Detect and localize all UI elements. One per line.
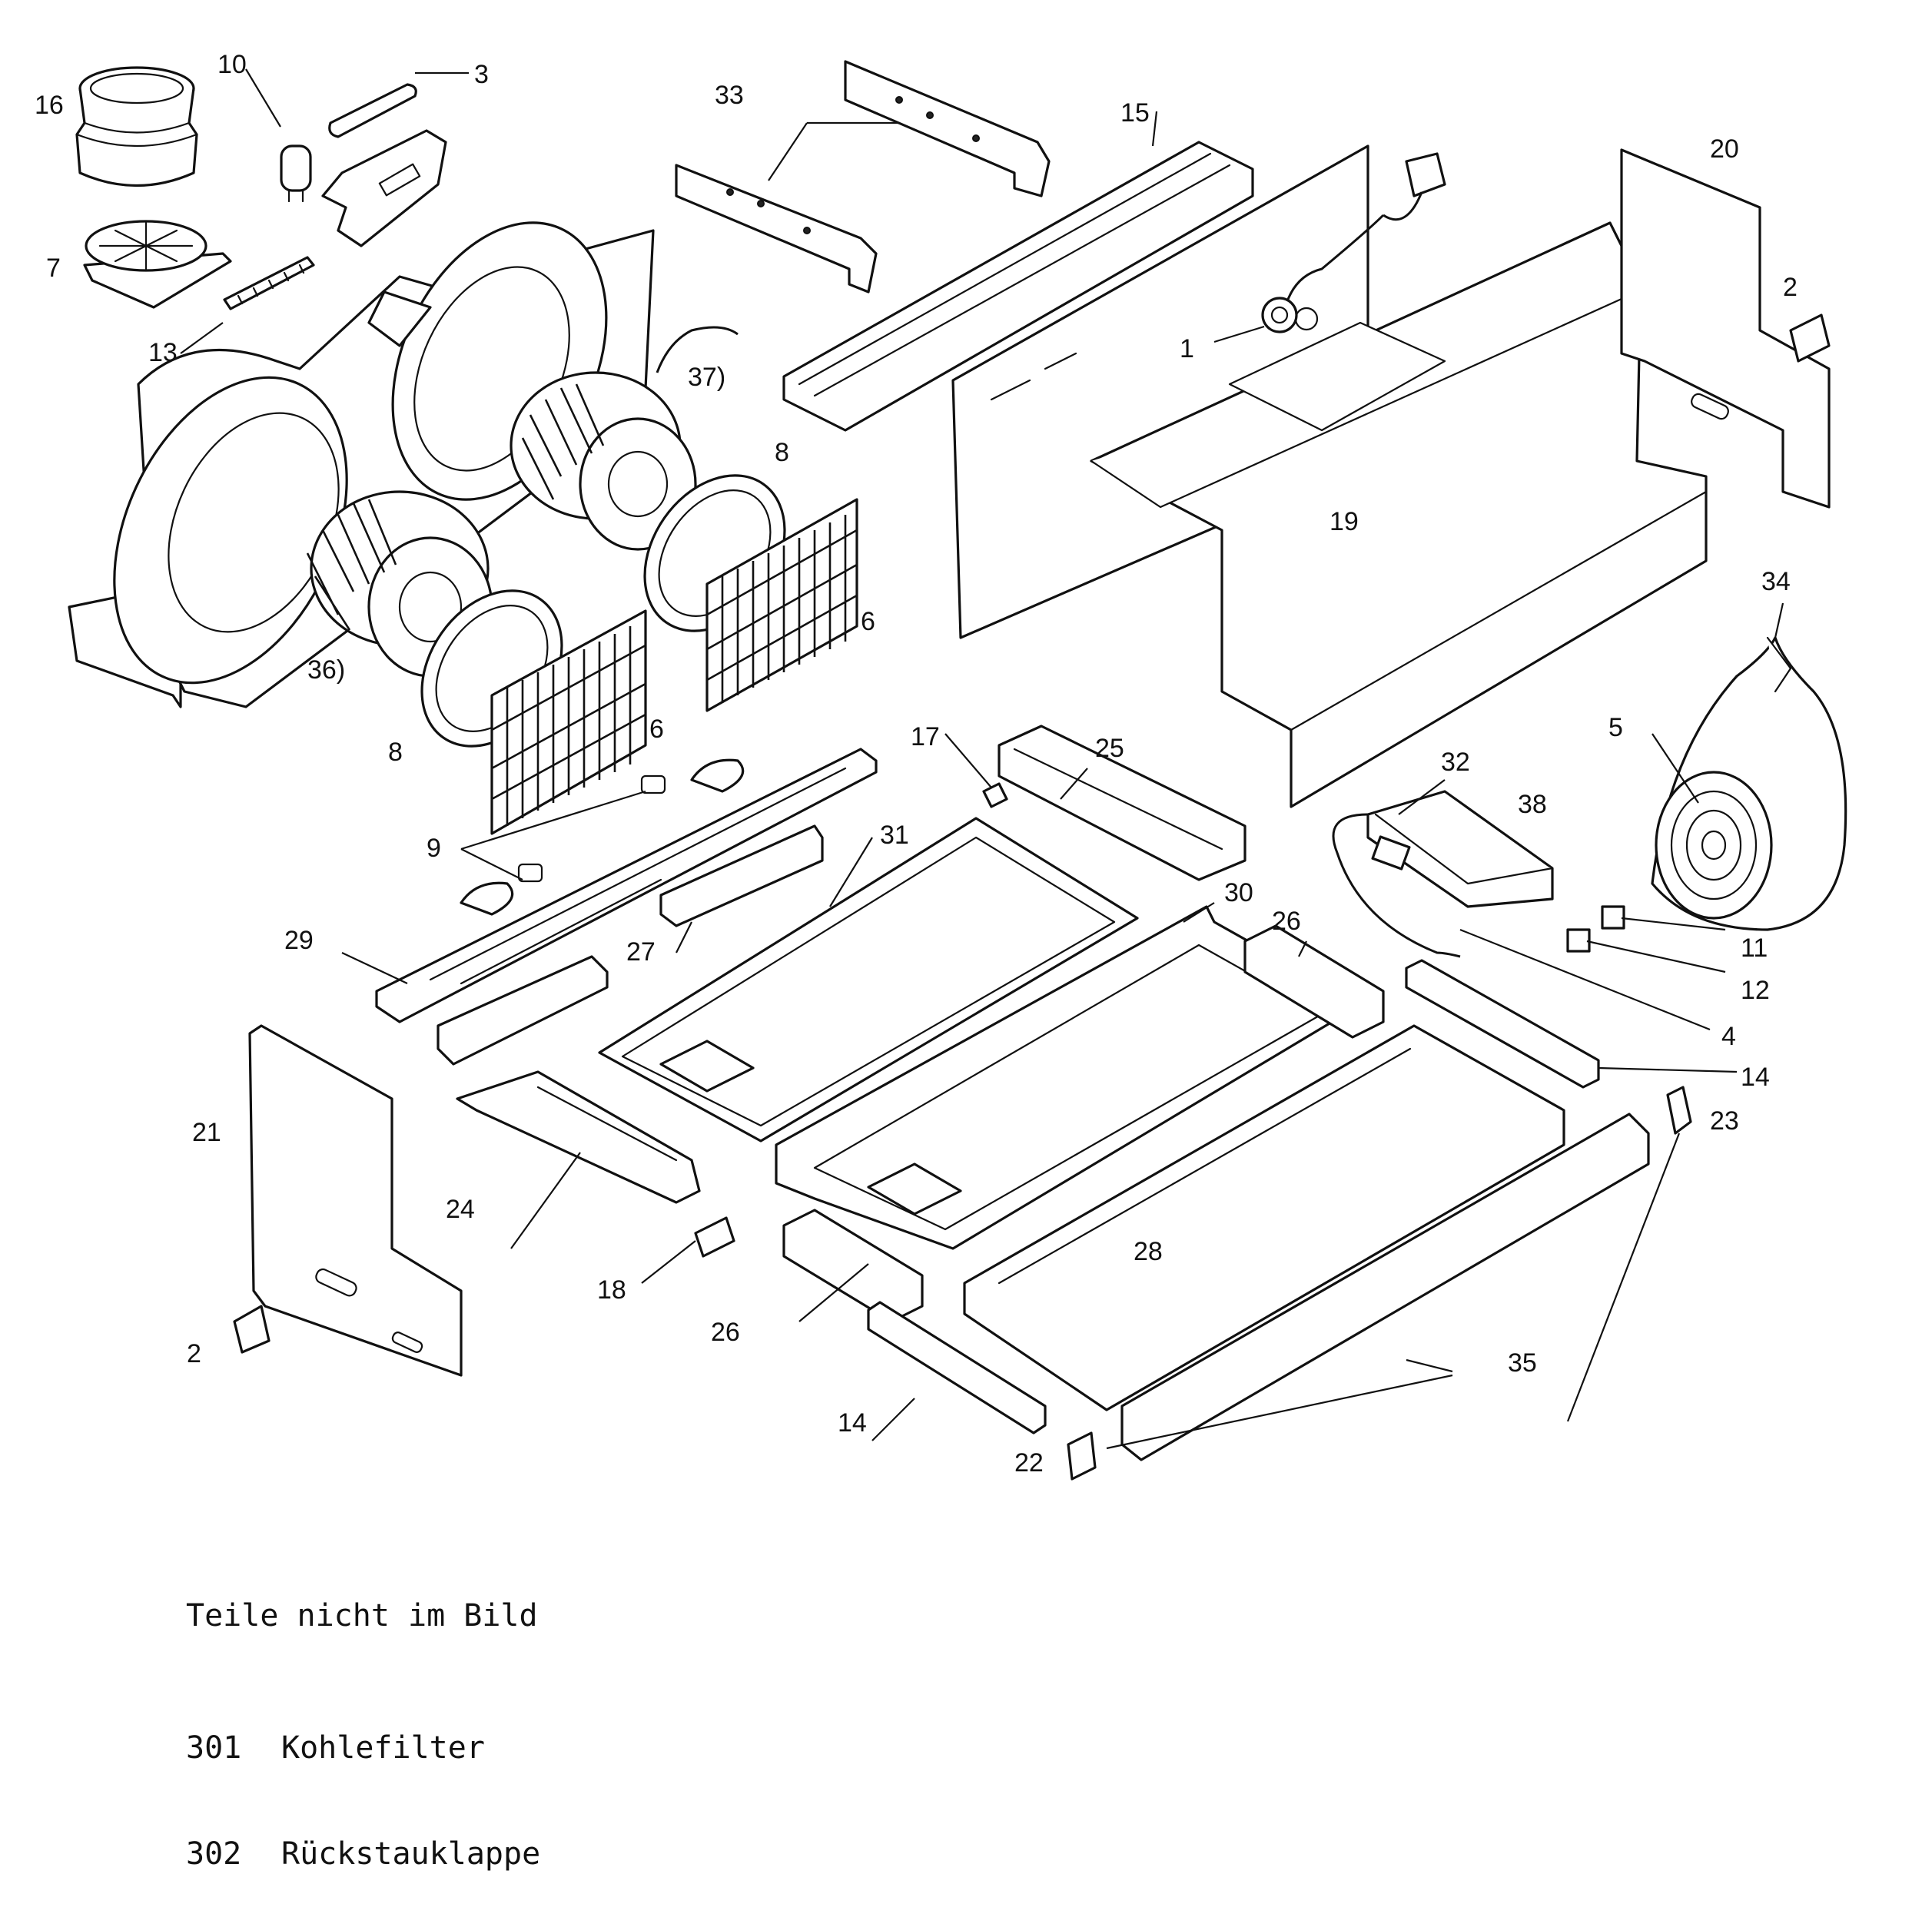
- part-5-fan-motor: [1655, 771, 1773, 920]
- part-24-light-housing: [456, 1070, 701, 1204]
- callout-16: 16: [35, 91, 64, 120]
- legend-item-number: 302: [186, 1836, 242, 1872]
- leader-lines: [180, 68, 1784, 1450]
- part-14-slide-rail-upper: [1405, 959, 1600, 1089]
- callout-18: 18: [597, 1275, 626, 1305]
- callout-36: 36): [307, 655, 345, 685]
- callout-9: 9: [427, 834, 441, 863]
- part-9-lamp-bulb-lower: [460, 863, 543, 916]
- legend-item-label: Rückstauklappe: [281, 1836, 541, 1872]
- callout-27: 27: [626, 937, 656, 967]
- part-36-fan-wheel: [306, 490, 493, 678]
- part-31-grease-filter: [598, 817, 1139, 1143]
- callout-26-lower: 26: [711, 1318, 740, 1347]
- part-22-end-cap: [1067, 1431, 1097, 1481]
- callout-19: 19: [1329, 507, 1359, 536]
- legend-item: 301 Kohlefilter: [186, 1730, 540, 1766]
- part-4-switch-block: [1371, 835, 1411, 871]
- callout-38: 38: [1518, 790, 1547, 819]
- part-18-cover-cap: [694, 1216, 735, 1258]
- callout-34: 34: [1761, 567, 1791, 596]
- part-16-duct-collar: [75, 66, 198, 187]
- callout-12: 12: [1741, 976, 1770, 1005]
- callout-4: 4: [1721, 1022, 1736, 1051]
- callout-13: 13: [148, 338, 178, 367]
- callout-33: 33: [715, 81, 744, 110]
- part-6-grille-front: [490, 609, 647, 835]
- callout-labels: 1 2 2 3 4 5 6 6 7 8 8 9 10 11 12 13 14 1…: [35, 50, 1798, 1478]
- part-25-filter-frame: [998, 725, 1247, 881]
- part-6-grille-rear: [705, 498, 858, 712]
- part-26-strut-upper: [1243, 924, 1385, 1039]
- legend-title: Teile nicht im Bild: [186, 1598, 538, 1633]
- callout-15: 15: [1120, 98, 1150, 128]
- callout-23: 23: [1710, 1106, 1739, 1136]
- callout-17: 17: [911, 722, 940, 751]
- legend-item-number: 301: [186, 1730, 242, 1766]
- callout-2-right: 2: [1783, 273, 1798, 302]
- callout-6-front: 6: [649, 715, 664, 744]
- callout-22: 22: [1014, 1448, 1044, 1478]
- legend-item: 302 Rückstauklappe: [186, 1836, 540, 1872]
- callout-1: 1: [1180, 334, 1194, 363]
- callout-35: 35: [1508, 1348, 1537, 1378]
- exploded-parts-diagram: 1 2 2 3 4 5 6 6 7 8 8 9 10 11 12 13 14 1…: [35, 50, 1847, 1481]
- part-19-main-housing: [1090, 221, 1708, 808]
- part-33-mounting-brackets: [675, 60, 1051, 294]
- part-38-control-box: [1366, 790, 1554, 908]
- part-20-side-bracket: [1620, 148, 1831, 509]
- callout-26-upper: 26: [1272, 907, 1301, 936]
- callout-20: 20: [1710, 134, 1739, 164]
- part-37-fan-wheel: [510, 371, 697, 551]
- part-14-slide-rail-lower: [867, 1301, 1047, 1434]
- callout-10: 10: [217, 50, 247, 79]
- part-28-bottom-tray: [963, 1024, 1565, 1411]
- part-13-terminal-strip: [223, 256, 315, 310]
- callout-11: 11: [1741, 934, 1768, 963]
- part-9-lamp-bulb-upper: [640, 758, 745, 794]
- part-10-capacitor: [280, 144, 312, 203]
- part-2-clip-right: [1789, 313, 1831, 363]
- callout-14-lower: 14: [838, 1408, 867, 1438]
- part-27-light-cover-upper: [659, 824, 824, 927]
- part-29-light-panel: [375, 748, 878, 1023]
- callout-5: 5: [1608, 713, 1623, 742]
- callout-6-rear: 6: [861, 607, 875, 636]
- part-11-button: [1601, 905, 1625, 930]
- callout-7: 7: [46, 254, 61, 283]
- callout-29: 29: [284, 926, 314, 955]
- part-26-strut-lower: [782, 1209, 924, 1323]
- callout-21: 21: [192, 1118, 221, 1147]
- part-7-backflow-flap: [83, 220, 232, 309]
- callout-2-left: 2: [187, 1339, 201, 1368]
- callout-3: 3: [474, 60, 489, 89]
- part-12-button: [1566, 928, 1591, 953]
- callout-8-rear: 8: [775, 438, 789, 467]
- callout-8-front: 8: [388, 738, 403, 767]
- callout-31: 31: [880, 821, 909, 850]
- part-27-light-cover-lower: [437, 955, 609, 1066]
- part-3-tube-holder: [328, 83, 417, 138]
- callout-24: 24: [446, 1195, 475, 1224]
- part-1-socket: [1261, 297, 1298, 333]
- part-23-end-cap: [1666, 1086, 1692, 1135]
- callout-14-upper: 14: [1741, 1063, 1770, 1092]
- callout-30: 30: [1224, 878, 1253, 907]
- switch-bracket: [321, 129, 447, 247]
- fan-motor-cable: [656, 326, 739, 373]
- legend-list: 301 Kohlefilter 302 Rückstauklappe: [186, 1660, 540, 1907]
- callout-28: 28: [1134, 1237, 1163, 1266]
- part-21-side-panel: [248, 1024, 463, 1377]
- callout-37: 37): [688, 363, 725, 392]
- legend-item-label: Kohlefilter: [281, 1730, 485, 1766]
- callout-32: 32: [1441, 748, 1470, 777]
- callout-25: 25: [1095, 734, 1124, 763]
- part-15-guide-rail: [782, 141, 1254, 432]
- part-2-clip-left: [233, 1305, 271, 1354]
- part-17-clip: [982, 782, 1008, 808]
- mains-cable-with-plug: [1282, 152, 1446, 316]
- part-32-cable-loom: [1332, 813, 1461, 958]
